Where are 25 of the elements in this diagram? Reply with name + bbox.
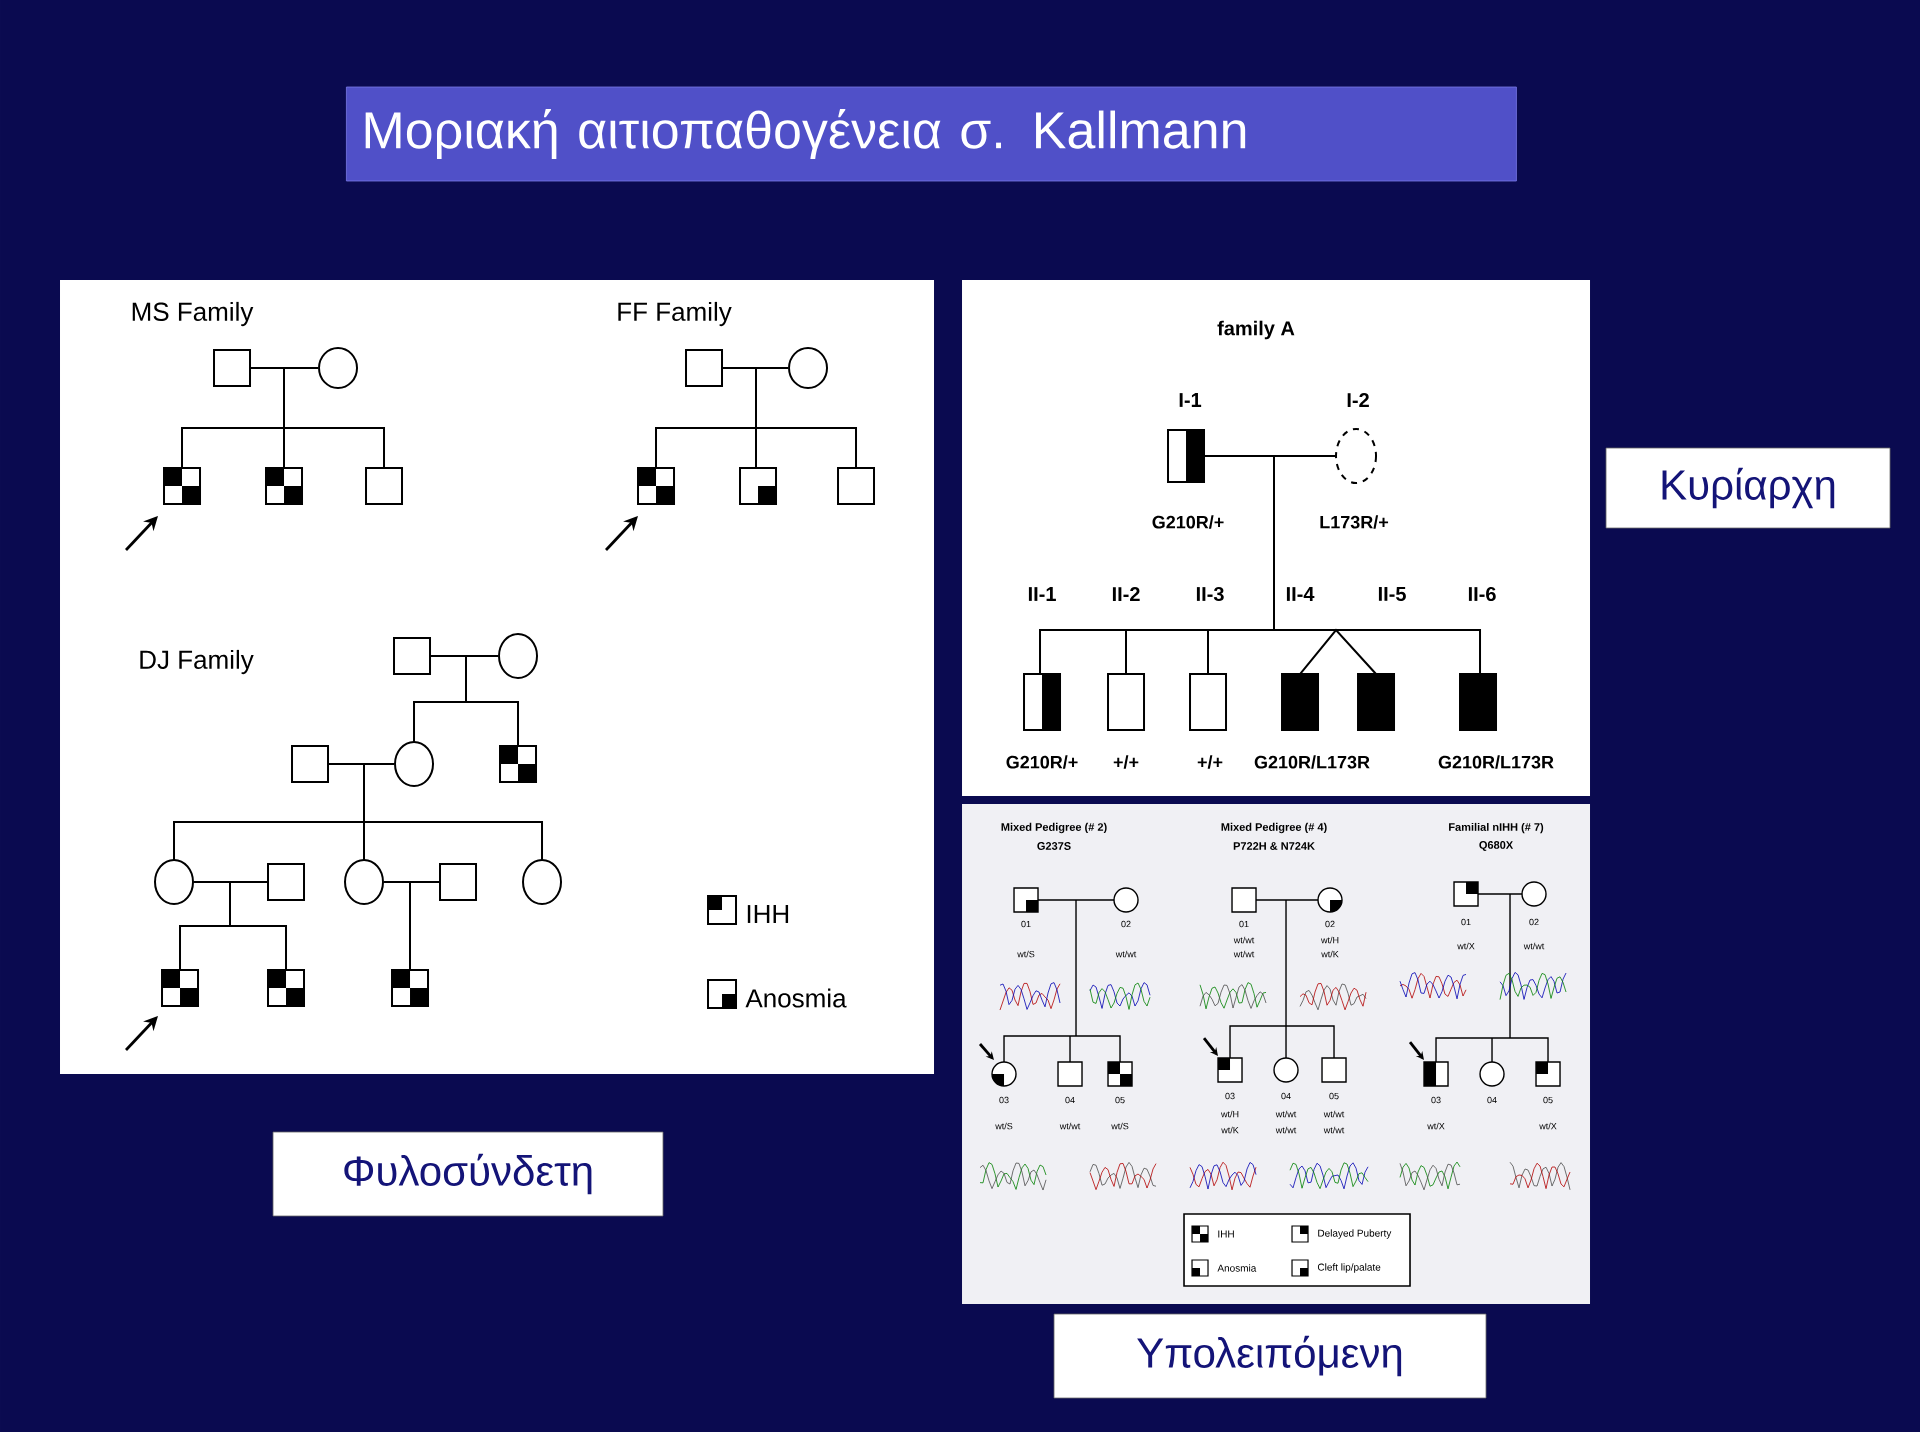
generation-label: II-5 [1378,587,1406,601]
genotype-label: G210R/+ [1152,515,1224,529]
generation-label: II-1 [1028,587,1056,601]
generation-label: II-2 [1112,587,1140,601]
title-bar: Μοριακή αιτιοπαθογένεια σ. Kallmann [346,86,1517,182]
family-name: MS Family [132,301,254,327]
generation-label: II-3 [1196,586,1224,602]
genotype-label: G210R/L173R [1438,755,1554,769]
generation-label: II-4 [1286,587,1315,601]
generation-label: I-2 [1347,393,1369,407]
genotype-label: G210R/L173R [1254,755,1370,769]
category-box: Υπολειπόμενη [1053,1313,1487,1399]
generation-label: I-1 [1179,393,1202,407]
category-box: Κυρίαρχη [1605,447,1891,529]
legend-label: Anosmia [745,988,847,1008]
category-box: Φυλοσύνδετη [272,1131,664,1217]
legend-label: IHH [747,905,789,923]
genotype-label: +/+ [1113,755,1139,769]
family-name: FF Family [618,301,732,327]
genotype-label: +/+ [1197,755,1223,769]
generation-label: II-6 [1468,586,1496,602]
genotype-label: G210R/+ [1006,755,1078,769]
family-name: DJ Family [140,649,254,675]
family-name: family A [1217,320,1295,340]
genotype-label: L173R/+ [1320,515,1389,529]
